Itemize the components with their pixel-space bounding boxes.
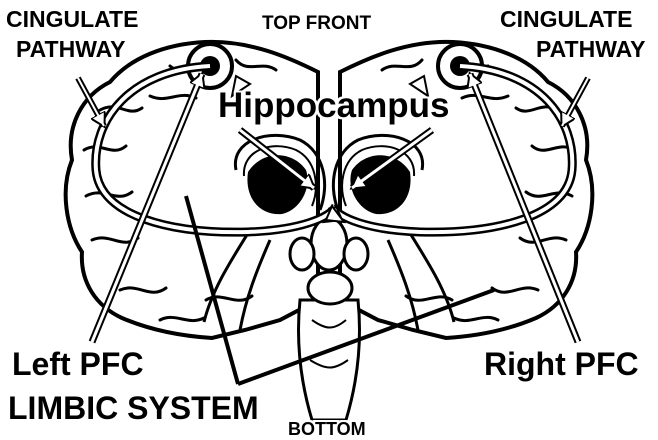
label-limbic-system: LIMBIC SYSTEM xyxy=(8,392,259,424)
label-left-pfc: Left PFC xyxy=(12,348,144,380)
center-oval-top xyxy=(311,218,347,270)
label-bottom: BOTTOM xyxy=(288,420,366,438)
label-top-front: TOP FRONT xyxy=(262,14,371,33)
label-hippocampus: Hippocampus xyxy=(218,88,449,123)
label-cingulate-right-2: PATHWAY xyxy=(536,38,645,61)
label-cingulate-right-1: CINGULATE xyxy=(500,8,632,31)
center-oval-bottom xyxy=(308,272,352,304)
label-cingulate-left-1: CINGULATE xyxy=(6,8,138,31)
left-oval xyxy=(290,238,314,270)
right-oval xyxy=(344,238,368,270)
label-cingulate-left-2: PATHWAY xyxy=(16,38,125,61)
label-right-pfc: Right PFC xyxy=(484,348,639,380)
